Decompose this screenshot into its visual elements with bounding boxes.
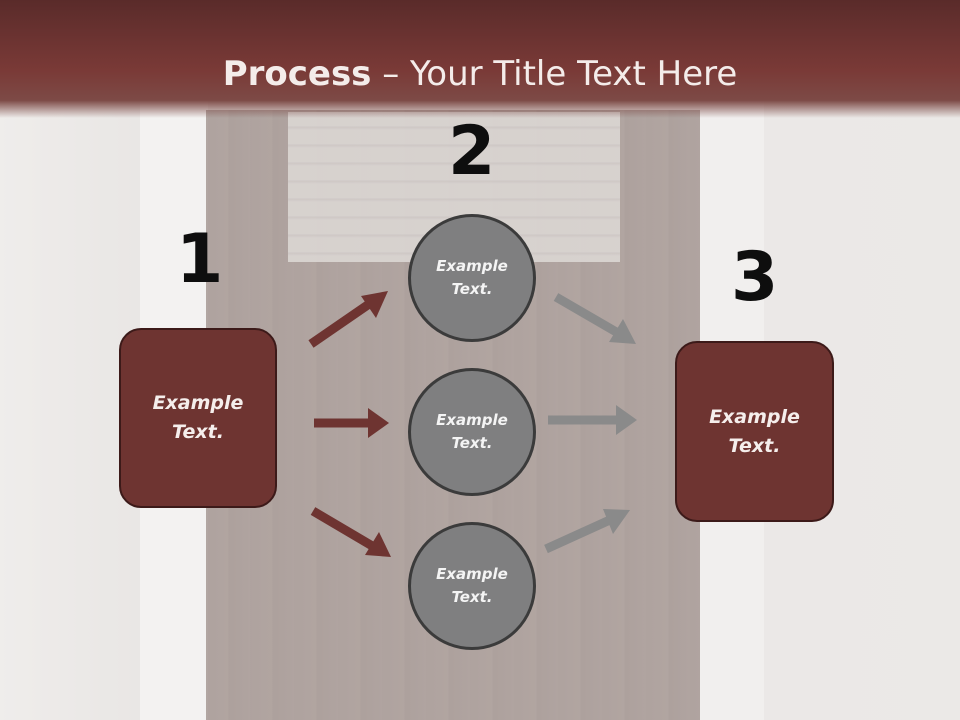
step-3-box[interactable]: Example Text.: [675, 341, 834, 522]
title-bold: Process: [222, 54, 372, 94]
step-number-1: 1: [176, 220, 224, 299]
step-2-bottom-text: Example Text.: [436, 565, 508, 606]
step-2-top-text: Example Text.: [436, 257, 508, 298]
arrow-1-to-bottom: [310, 507, 391, 557]
slide-title: Process – Your Title Text Here: [0, 52, 960, 96]
arrow-middle-to-3: [548, 405, 637, 435]
title-rest: – Your Title Text Here: [371, 54, 738, 94]
arrow-1-to-middle: [314, 408, 389, 438]
arrow-bottom-to-3: [544, 509, 630, 554]
step-number-3: 3: [731, 238, 779, 317]
step-3-text: Example Text.: [709, 405, 800, 457]
step-2-middle-text: Example Text.: [436, 411, 508, 452]
title-bar: [0, 0, 960, 118]
step-1-box[interactable]: Example Text.: [119, 328, 277, 508]
step-2-circle-middle[interactable]: Example Text.: [408, 368, 536, 496]
step-1-text: Example Text.: [152, 392, 244, 443]
step-2-circle-top[interactable]: Example Text.: [408, 214, 536, 342]
step-number-2: 2: [448, 112, 496, 191]
arrow-1-to-top: [308, 291, 388, 348]
step-2-circle-bottom[interactable]: Example Text.: [408, 522, 536, 650]
arrow-top-to-3: [553, 293, 636, 344]
